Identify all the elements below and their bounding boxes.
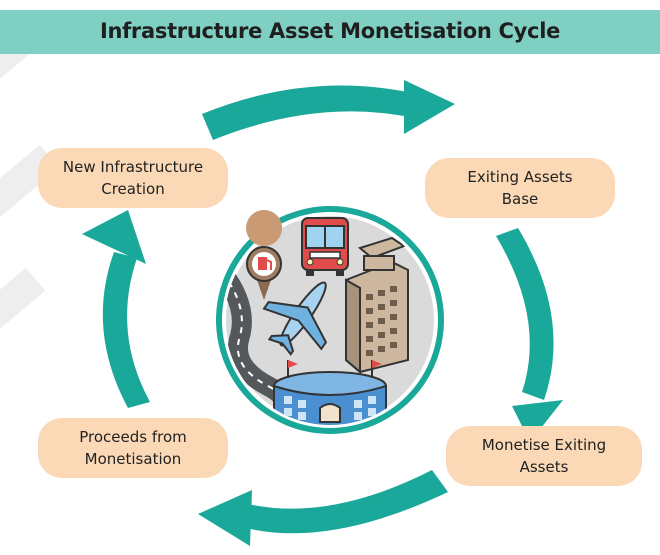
office-building-icon [345, 236, 409, 375]
fuel-station-icon [246, 210, 283, 300]
stadium-icon [273, 360, 387, 425]
stage-label-line2: Monetisation [84, 450, 182, 468]
arrow-left [82, 210, 150, 408]
arrow-bottom [198, 470, 448, 546]
stage-new-infrastructure-creation: New Infrastructure Creation [38, 148, 228, 208]
arrow-right [496, 228, 563, 442]
stage-label-line2: Creation [101, 180, 165, 198]
infrastructure-illustration [216, 206, 444, 434]
arrow-top [202, 80, 455, 140]
title-bar: Infrastructure Asset Monetisation Cycle [0, 10, 660, 54]
stage-label-line1: Exiting Assets [467, 168, 573, 186]
stage-existing-assets-base: Exiting Assets Base [425, 158, 615, 218]
stage-label-line1: New Infrastructure [62, 158, 204, 176]
stage-label-line1: Proceeds from [79, 428, 187, 446]
airplane-icon [262, 281, 328, 356]
stage-label-line2: Base [501, 190, 539, 208]
bus-icon [301, 217, 349, 276]
stage-label-line1: Monetise Exiting [481, 436, 607, 454]
stage-label-line2: Assets [519, 458, 569, 476]
diagram-title: Infrastructure Asset Monetisation Cycle [99, 19, 561, 43]
stage-monetise-existing-assets: Monetise Exiting Assets [446, 426, 642, 486]
stage-proceeds-from-monetisation: Proceeds from Monetisation [38, 418, 228, 478]
